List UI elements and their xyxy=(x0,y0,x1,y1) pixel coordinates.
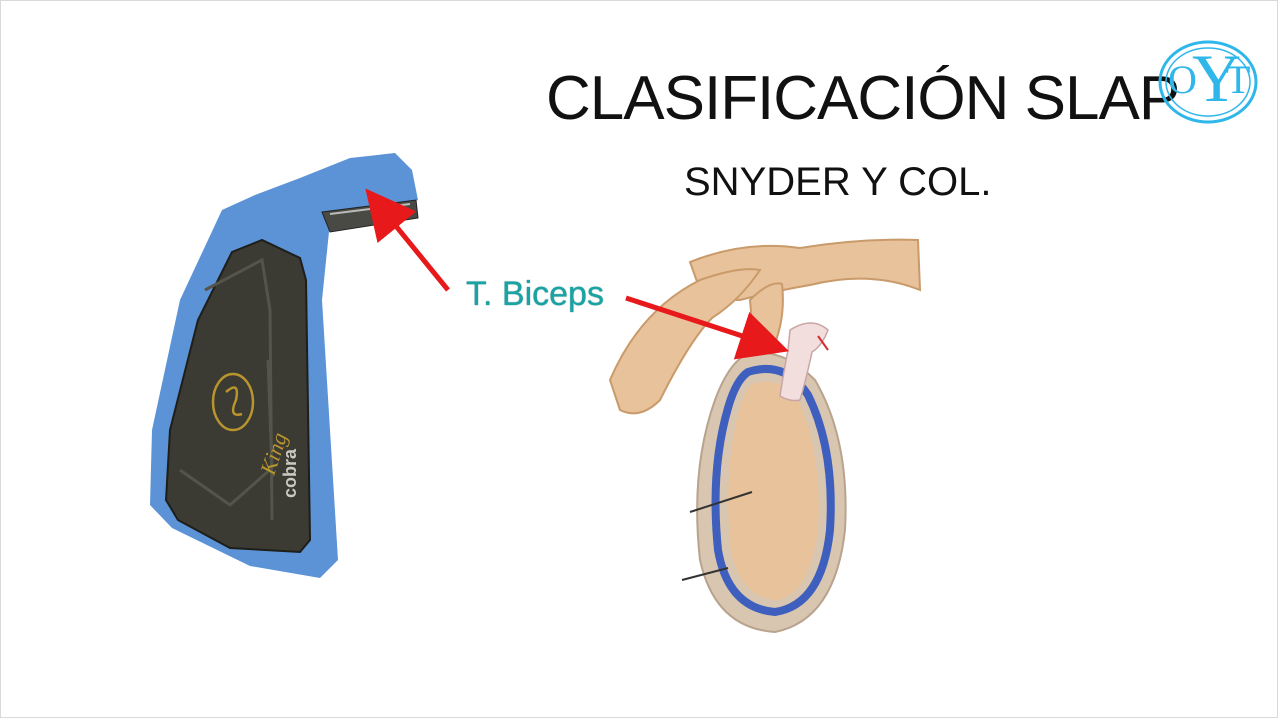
logo-ring-icon xyxy=(1158,40,1258,124)
pointer-line-upper xyxy=(689,491,753,513)
oyt-logo: O Y T xyxy=(1156,38,1260,126)
golf-club-emblem xyxy=(211,372,255,432)
scapula-spine xyxy=(608,268,762,415)
slide-title: CLASIFICACIÓN SLAP xyxy=(546,64,1180,133)
labrum xyxy=(711,364,835,617)
pointer-line-lower xyxy=(681,567,729,581)
arrow-to-club xyxy=(365,188,450,292)
arrow-to-tendon xyxy=(625,295,790,360)
club-brand-cobra: cobra xyxy=(280,448,300,498)
slide-subtitle: SNYDER Y COL. xyxy=(684,160,992,204)
logo-letter-o: O xyxy=(1168,57,1197,102)
glenoid-fossa xyxy=(728,381,819,600)
biceps-label: T. Biceps xyxy=(466,275,604,313)
logo-letter-t: T xyxy=(1226,57,1251,102)
logo-letter-y: Y xyxy=(1192,40,1242,116)
golf-club-head xyxy=(164,238,312,554)
biceps-tendon xyxy=(779,322,829,402)
